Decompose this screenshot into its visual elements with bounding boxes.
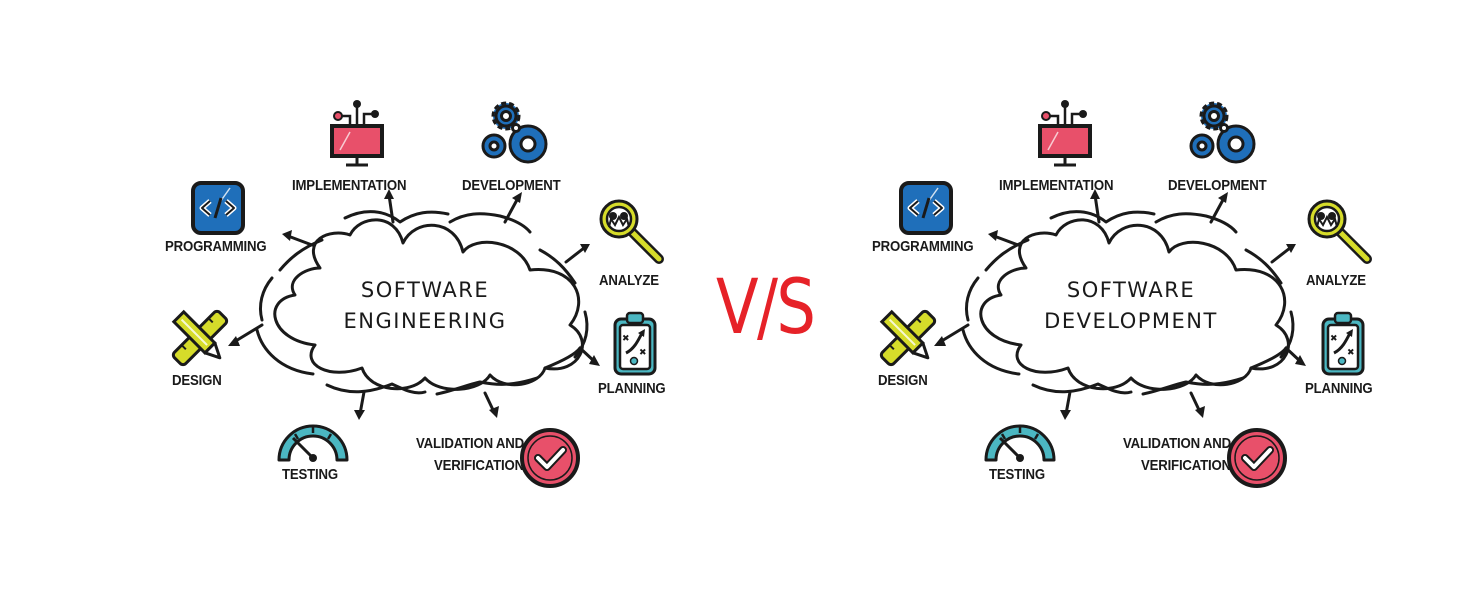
magnifier-icon [599,199,664,264]
node-label-design: DESIGN [878,372,928,389]
node-label-development: DEVELOPMENT [1168,177,1267,194]
clipboard-strategy-icon: ✖ ✖ [1321,311,1365,376]
node-label-implementation: IMPLEMENTATION [292,177,407,194]
center-title-line1: SOFTWARE [1066,278,1196,302]
node-label-planning: PLANNING [598,380,666,397]
node-label-implementation: IMPLEMENTATION [999,177,1114,194]
checkmark-badge-icon [1227,428,1287,488]
node-label-programming: PROGRAMMING [165,238,267,255]
monitor-circuit-icon [1038,100,1092,167]
clipboard-strategy-icon: ✖ ✖ [613,311,657,376]
node-label-testing: TESTING [989,466,1045,483]
speedometer-icon [984,424,1056,462]
versus-separator: V/S [716,262,816,351]
center-topic: SOFTWARE DEVELOPMENT [1006,275,1256,337]
validation-line2: VERIFICATION [433,457,524,474]
node-label-development: DEVELOPMENT [462,177,561,194]
pencil-ruler-icon [171,309,229,367]
center-title-line2: DEVELOPMENT [1044,309,1218,333]
center-topic: SOFTWARE ENGINEERING [300,275,550,337]
validation-line2: VERIFICATION [1140,457,1231,474]
node-label-planning: PLANNING [1305,380,1373,397]
node-label-validation: VALIDATION AND VERIFICATION [403,434,524,476]
node-label-analyze: ANALYZE [599,272,659,289]
gears-icon [1189,101,1256,164]
monitor-circuit-icon [330,100,384,167]
node-label-validation: VALIDATION AND VERIFICATION [1110,434,1231,476]
gears-icon [481,101,548,164]
software-engineering-diagram: SOFTWARE ENGINEERING PROGRAMMING IMPLEME… [0,0,720,595]
code-window-icon [191,181,245,235]
magnifier-icon [1307,199,1372,264]
svg-text:✖: ✖ [1330,334,1338,344]
cloud-and-arrows [934,189,1306,420]
validation-line1: VALIDATION AND [415,435,524,452]
svg-text:✖: ✖ [639,348,647,358]
cloud-and-arrows [228,189,600,420]
code-window-icon [899,181,953,235]
speedometer-icon [277,424,349,462]
pencil-ruler-icon [879,309,937,367]
node-label-design: DESIGN [172,372,222,389]
validation-line1: VALIDATION AND [1122,435,1231,452]
checkmark-badge-icon [520,428,580,488]
software-development-diagram: SOFTWARE DEVELOPMENT PROGRAMMING IMPLEME… [706,0,1426,595]
svg-text:✖: ✖ [1347,348,1355,358]
svg-text:✖: ✖ [622,334,630,344]
node-label-programming: PROGRAMMING [872,238,974,255]
center-title-line2: ENGINEERING [343,309,507,333]
node-label-analyze: ANALYZE [1306,272,1366,289]
center-title-line1: SOFTWARE [360,278,490,302]
node-label-testing: TESTING [282,466,338,483]
